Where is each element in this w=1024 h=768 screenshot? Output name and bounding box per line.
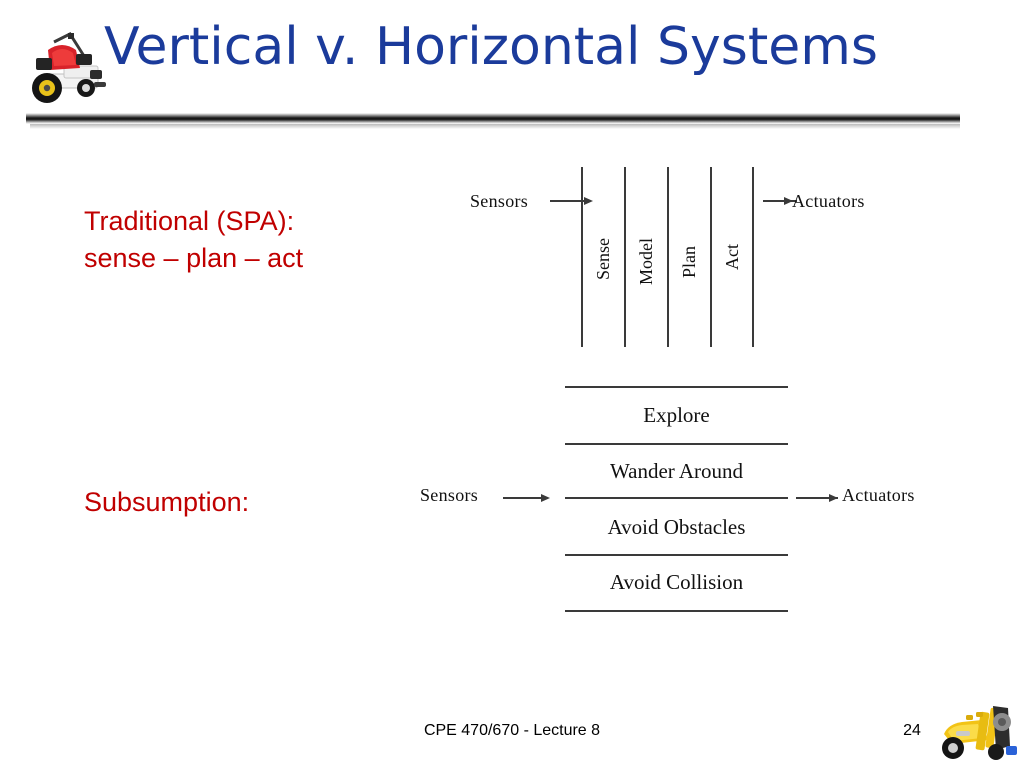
subsumption-rule-5 bbox=[565, 610, 788, 612]
spa-output-arrow-head bbox=[784, 197, 793, 205]
footer-course-label: CPE 470/670 - Lecture 8 bbox=[423, 722, 601, 739]
spa-sensors-label: Sensors bbox=[470, 191, 529, 211]
subsumption-layer-explore: Explore bbox=[643, 403, 710, 427]
spa-column-label-plan: Plan bbox=[679, 245, 699, 278]
subsumption-output-arrow-line bbox=[796, 497, 838, 499]
subsumption-actuators-label: Actuators bbox=[842, 485, 915, 505]
spa-input-arrow-head bbox=[584, 197, 593, 205]
spa-actuators-label: Actuators bbox=[792, 191, 865, 211]
red-lego-robot-icon bbox=[32, 32, 106, 103]
spa-divider-line-3 bbox=[667, 167, 669, 347]
subsumption-layer-avoid-obstacles: Avoid Obstacles bbox=[607, 515, 746, 539]
yellow-lego-robot-icon bbox=[942, 706, 1017, 760]
subsumption-rule-4 bbox=[565, 554, 788, 556]
spa-column-label-model: Model bbox=[636, 238, 656, 285]
caption-subsumption: Subsumption: bbox=[84, 487, 250, 517]
subsumption-sensors-label: Sensors bbox=[420, 485, 479, 505]
subsumption-layer-wander-around: Wander Around bbox=[609, 459, 744, 483]
spa-column-label-act: Act bbox=[722, 244, 742, 270]
spa-input-arrow-line bbox=[550, 200, 586, 202]
subsumption-input-arrow-head bbox=[541, 494, 550, 502]
footer-page-number: 24 bbox=[903, 722, 921, 739]
page-title: Vertical v. Horizontal Systems bbox=[104, 17, 879, 77]
horizontal-subsumption-diagram: Sensors Explore Wander Around Avoid Obst… bbox=[415, 375, 960, 625]
vertical-spa-diagram: Sensors Sense Model Plan Act Actuators bbox=[455, 155, 925, 350]
spa-divider-line-1 bbox=[581, 167, 583, 347]
subsumption-rule-2 bbox=[565, 443, 788, 445]
subsumption-rule-3 bbox=[565, 497, 788, 499]
spa-divider-line-4 bbox=[710, 167, 712, 347]
spa-column-label-sense: Sense bbox=[593, 238, 613, 280]
subsumption-output-arrow-head bbox=[829, 494, 838, 502]
title-divider-bar bbox=[26, 113, 960, 124]
spa-divider-line-5 bbox=[752, 167, 754, 347]
subsumption-input-arrow-line bbox=[503, 497, 543, 499]
subsumption-layer-avoid-collision: Avoid Collision bbox=[609, 570, 744, 594]
spa-output-arrow-line bbox=[763, 200, 797, 202]
spa-divider-line-2 bbox=[624, 167, 626, 347]
title-divider-shadow bbox=[30, 124, 960, 129]
caption-traditional-spa: Traditional (SPA): sense – plan – act bbox=[84, 206, 304, 273]
subsumption-rule-1 bbox=[565, 386, 788, 388]
